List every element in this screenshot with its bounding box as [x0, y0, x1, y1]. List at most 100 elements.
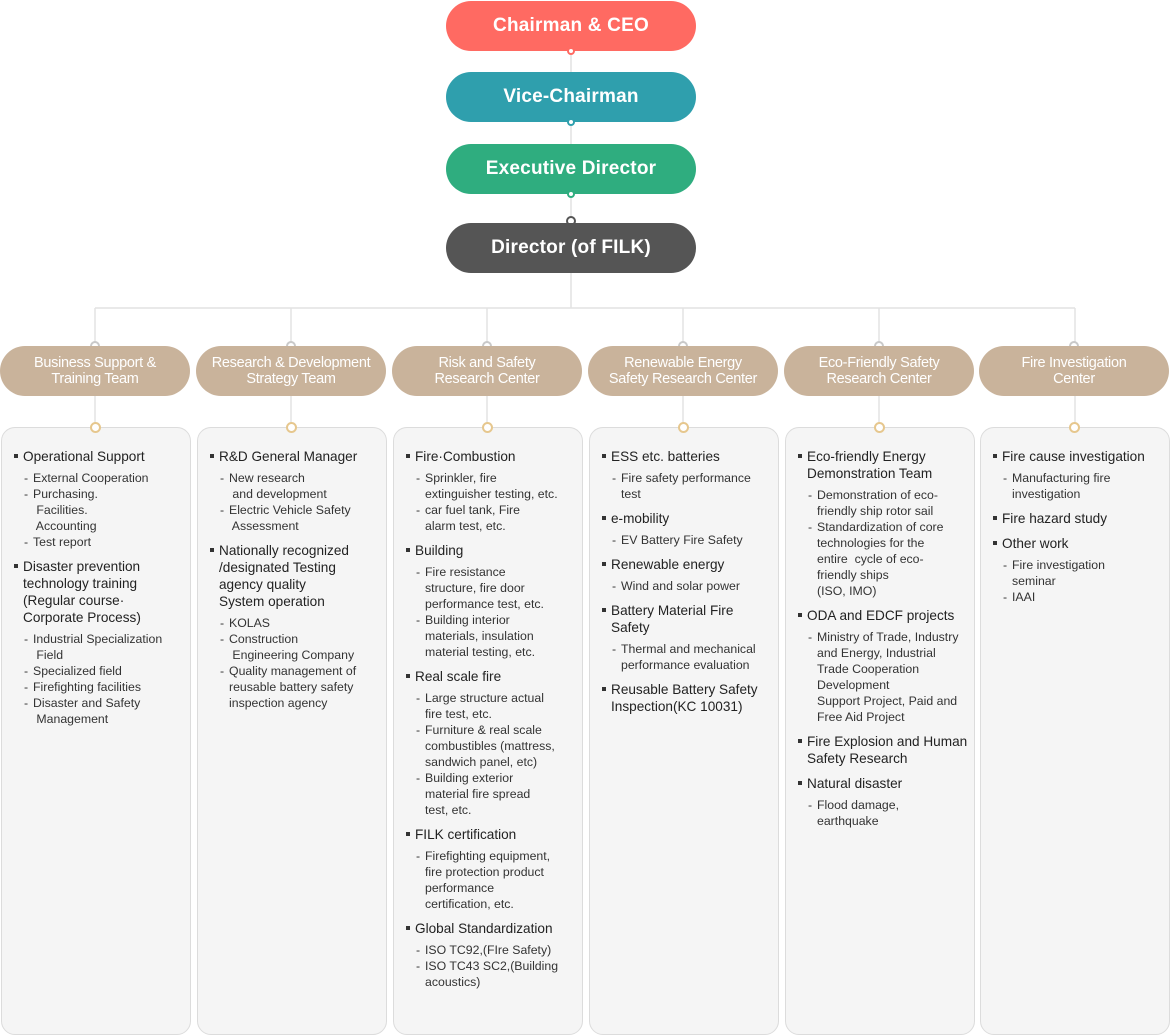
item-heading-line: ESS etc. batteries	[611, 449, 720, 464]
sub-item-line: EV Battery Fire Safety	[621, 533, 743, 547]
list-item: Fire·CombustionSprinkler, fireextinguish…	[406, 448, 576, 534]
sub-item: Wind and solar power	[612, 578, 772, 594]
department-title-line: Research Center	[434, 371, 540, 387]
sub-item: EV Battery Fire Safety	[612, 532, 772, 548]
sub-item-line: and Energy, Industrial	[817, 646, 936, 660]
item-heading-line: Operational Support	[23, 449, 145, 464]
sub-item-line: test, etc.	[425, 803, 472, 817]
sub-item-line: alarm test, etc.	[425, 519, 506, 533]
department-title-line: Fire Investigation	[1021, 355, 1127, 371]
sub-item-line: Engineering Company	[229, 648, 355, 662]
list-item: Battery Material FireSafetyThermal and m…	[602, 602, 772, 673]
item-heading-line: technology training	[23, 576, 138, 591]
item-heading-line: e-mobility	[611, 511, 670, 526]
sub-item-line: material testing, etc.	[425, 645, 536, 659]
chairman-node: Chairman & CEO	[446, 1, 696, 51]
list-item: Real scale fireLarge structure actualfir…	[406, 668, 576, 818]
sub-item-line: Industrial Specialization	[33, 632, 163, 646]
item-heading-line: Inspection(KC 10031)	[611, 699, 743, 714]
sub-item-list: Demonstration of eco-friendly ship rotor…	[798, 487, 968, 599]
sub-item-list: External CooperationPurchasing. Faciliti…	[14, 470, 184, 550]
item-heading: e-mobility	[602, 510, 772, 527]
sub-item: KOLAS	[220, 615, 380, 631]
department-title-line: Business Support &	[34, 355, 156, 371]
department-panel-dot	[90, 422, 101, 433]
item-heading-line: Reusable Battery Safety	[611, 682, 758, 697]
sub-item-line: Sprinkler, fire	[425, 471, 497, 485]
list-item: Nationally recognized/designated Testing…	[210, 542, 380, 711]
list-item: Operational SupportExternal CooperationP…	[14, 448, 184, 550]
sub-item-line: certification, etc.	[425, 897, 514, 911]
director-node: Director (of FILK)	[446, 223, 696, 273]
sub-item-line: Demonstration of eco-	[817, 488, 938, 502]
sub-item-line: IAAI	[1012, 590, 1036, 604]
sub-item-line: Purchasing.	[33, 487, 98, 501]
sub-item-line: combustibles (mattress,	[425, 739, 555, 753]
item-heading-line: Safety	[611, 620, 650, 635]
sub-item-line: entire cycle of eco-	[817, 552, 924, 566]
executive-director-connector-dot	[567, 190, 575, 198]
sub-item: Test report	[24, 534, 184, 550]
department-panel-6: Fire cause investigationManufacturing fi…	[980, 427, 1170, 1035]
item-heading: Fire·Combustion	[406, 448, 576, 465]
item-heading: ODA and EDCF projects	[798, 607, 968, 624]
item-heading: Nationally recognized/designated Testing…	[210, 542, 380, 610]
item-heading-line: Other work	[1002, 536, 1069, 551]
sub-item-line: Accounting	[33, 519, 97, 533]
sub-item-line: Facilities.	[33, 503, 88, 517]
sub-item-line: Management	[33, 712, 109, 726]
sub-item-line: fire protection product	[425, 865, 544, 879]
item-heading-line: Eco-friendly Energy	[807, 449, 926, 464]
department-panel-dot	[1069, 422, 1080, 433]
list-item: Natural disasterFlood damage,earthquake	[798, 775, 968, 829]
item-heading-line: Building	[415, 543, 464, 558]
sub-item: Purchasing. Facilities. Accounting	[24, 486, 184, 534]
item-heading-line: agency quality	[219, 577, 306, 592]
sub-item-line: Thermal and mechanical	[621, 642, 756, 656]
list-item: R&D General ManagerNew research and deve…	[210, 448, 380, 534]
sub-item-line: Fire investigation	[1012, 558, 1105, 572]
sub-item-line: Development	[817, 678, 890, 692]
sub-item-line: Building interior	[425, 613, 510, 627]
sub-item-line: Electric Vehicle Safety	[229, 503, 351, 517]
item-heading: Building	[406, 542, 576, 559]
item-heading-line: Natural disaster	[807, 776, 903, 791]
vice-chairman-connector-dot	[567, 118, 575, 126]
item-heading: Real scale fire	[406, 668, 576, 685]
vice-chairman-node: Vice-Chairman	[446, 72, 696, 122]
list-item: Other workFire investigationseminarIAAI	[993, 535, 1163, 605]
item-heading-line: Fire hazard study	[1002, 511, 1108, 526]
department-title-line: Training Team	[51, 371, 139, 387]
list-item: ODA and EDCF projectsMinistry of Trade, …	[798, 607, 968, 725]
department-panel-dot	[482, 422, 493, 433]
item-heading: Operational Support	[14, 448, 184, 465]
sub-item-line: materials, insulation	[425, 629, 534, 643]
sub-item: IAAI	[1003, 589, 1163, 605]
item-heading-line: Nationally recognized	[219, 543, 349, 558]
item-heading-line: Fire Explosion and Human	[807, 734, 968, 749]
sub-item-list: ISO TC92,(FIre Safety)ISO TC43 SC2,(Buil…	[406, 942, 576, 990]
sub-item-line: Firefighting equipment,	[425, 849, 551, 863]
sub-item-line: Standardization of core	[817, 520, 944, 534]
department-title-line: Safety Research Center	[608, 371, 758, 387]
department-panel-1: Operational SupportExternal CooperationP…	[1, 427, 191, 1035]
sub-item-line: earthquake	[817, 814, 879, 828]
department-panel-4: ESS etc. batteriesFire safety performanc…	[589, 427, 779, 1035]
sub-item: Firefighting facilities	[24, 679, 184, 695]
sub-item-line: Specialized field	[33, 664, 122, 678]
